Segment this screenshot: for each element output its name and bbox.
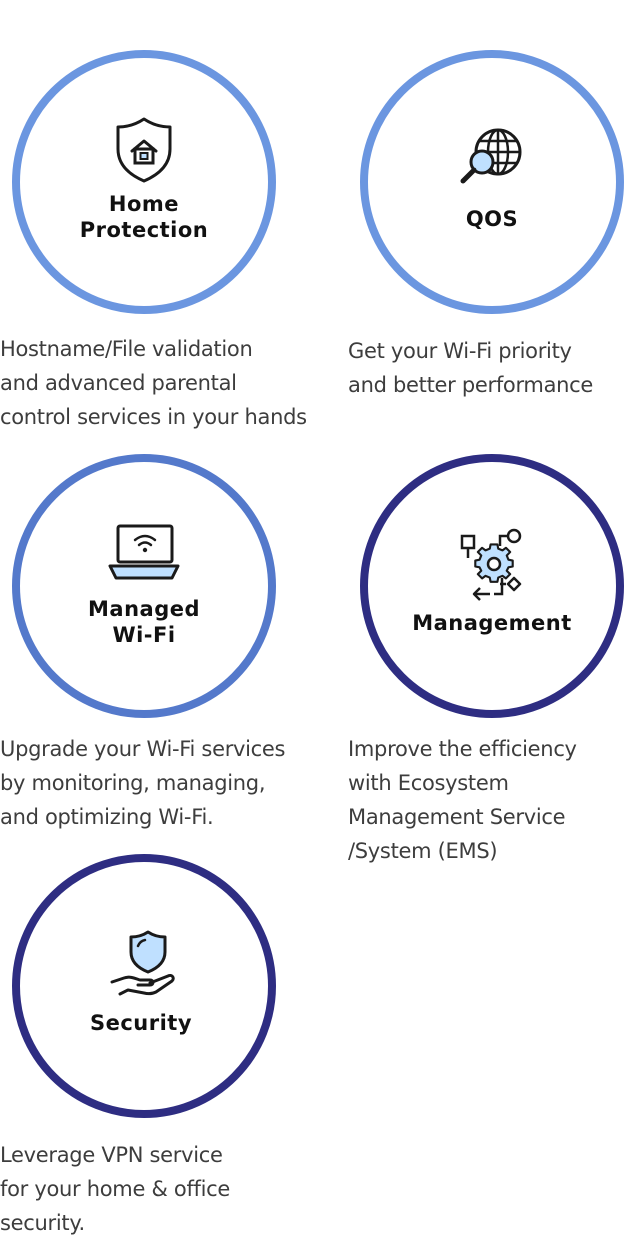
feature-qos: QOS Get your Wi-Fi priority and better p…: [348, 0, 630, 440]
feature-ring[interactable]: Home Protection: [12, 50, 276, 314]
feature-security: Security Leverage VPN service for your h…: [0, 804, 330, 1244]
feature-description: Hostname/File validation and advanced pa…: [0, 337, 307, 429]
feature-title: Home Protection: [79, 192, 209, 242]
feature-description: Improve the efficiency with Ecosystem Ma…: [348, 737, 577, 863]
feature-title: Security: [89, 1011, 193, 1035]
feature-ring[interactable]: Managed Wi-Fi: [12, 454, 276, 718]
feature-home-protection: Home Protection Hostname/File validation…: [0, 0, 330, 440]
feature-managed-wifi: Managed Wi-Fi Upgrade your Wi-Fi service…: [0, 404, 330, 844]
feature-title: Managed Wi-Fi: [88, 597, 200, 647]
globe-search-icon: [450, 118, 534, 202]
feature-description: Upgrade your Wi-Fi services by monitorin…: [0, 737, 286, 829]
feature-ring[interactable]: QOS: [360, 50, 624, 314]
feature-ring[interactable]: Management: [360, 454, 624, 718]
hand-shield-icon: [102, 922, 186, 1006]
feature-title: QOS: [465, 207, 519, 231]
feature-description: Get your Wi-Fi priority and better perfo…: [348, 339, 594, 397]
feature-ring[interactable]: Security: [12, 854, 276, 1118]
feature-management: Management Improve the efficiency with E…: [348, 404, 630, 874]
shield-home-icon: [102, 107, 186, 191]
gear-workflow-icon: [450, 522, 534, 606]
feature-title: Management: [412, 611, 572, 635]
laptop-wifi-icon: [102, 510, 186, 594]
feature-description: Leverage VPN service for your home & off…: [0, 1143, 231, 1235]
